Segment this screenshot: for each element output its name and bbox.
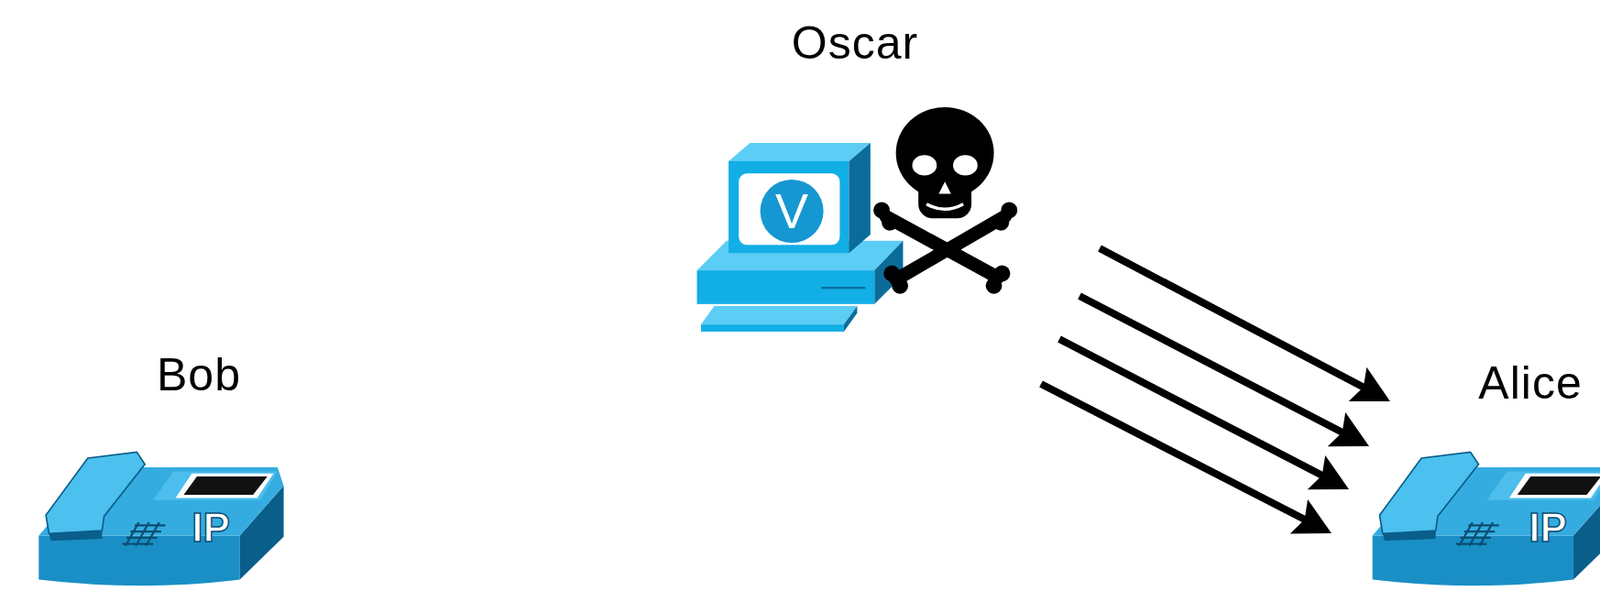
node-label: Alice — [1457, 358, 1600, 408]
skull-jaw — [918, 173, 972, 219]
keyboard-front — [701, 324, 844, 332]
attack-arrow — [1059, 339, 1330, 480]
keyboard-top — [701, 306, 857, 325]
crossbones — [886, 216, 1006, 280]
base-front — [697, 270, 876, 305]
base-side — [874, 241, 903, 305]
attacker-computer: OscarV — [696, 9, 1022, 335]
bone-knob — [881, 214, 899, 231]
skull-crossbones — [873, 107, 1018, 295]
drive-slot — [821, 286, 866, 289]
ip-phone: BobIP — [36, 348, 289, 592]
computer — [697, 142, 904, 332]
keyboard-side — [843, 306, 857, 332]
monitor-screen — [738, 173, 840, 245]
logo-circle — [760, 179, 824, 243]
bob-phone — [38, 451, 284, 586]
attack-arrow — [1099, 248, 1371, 392]
phone-badge: IP — [174, 504, 248, 551]
node-label: Bob — [143, 350, 254, 400]
monitor-side — [848, 142, 870, 253]
bone-knob — [992, 214, 1009, 231]
node-label: Oscar — [696, 18, 1014, 68]
attack-arrow — [1079, 295, 1350, 437]
attack-arrow — [1041, 383, 1313, 524]
screen-logo: V — [764, 183, 820, 239]
skull-nose — [938, 181, 951, 194]
skull-eye — [911, 154, 937, 176]
ip-phone: AliceIP — [1365, 352, 1600, 596]
monitor-front — [728, 161, 849, 253]
skull-eye — [953, 154, 978, 176]
skull-cranium — [896, 107, 995, 199]
monitor-top — [728, 142, 871, 162]
phone-badge: IP — [1511, 504, 1585, 551]
bone-knob — [986, 277, 1003, 295]
alice-phone — [1372, 451, 1600, 586]
bone-knob — [891, 277, 909, 295]
skull-teeth — [926, 204, 964, 210]
